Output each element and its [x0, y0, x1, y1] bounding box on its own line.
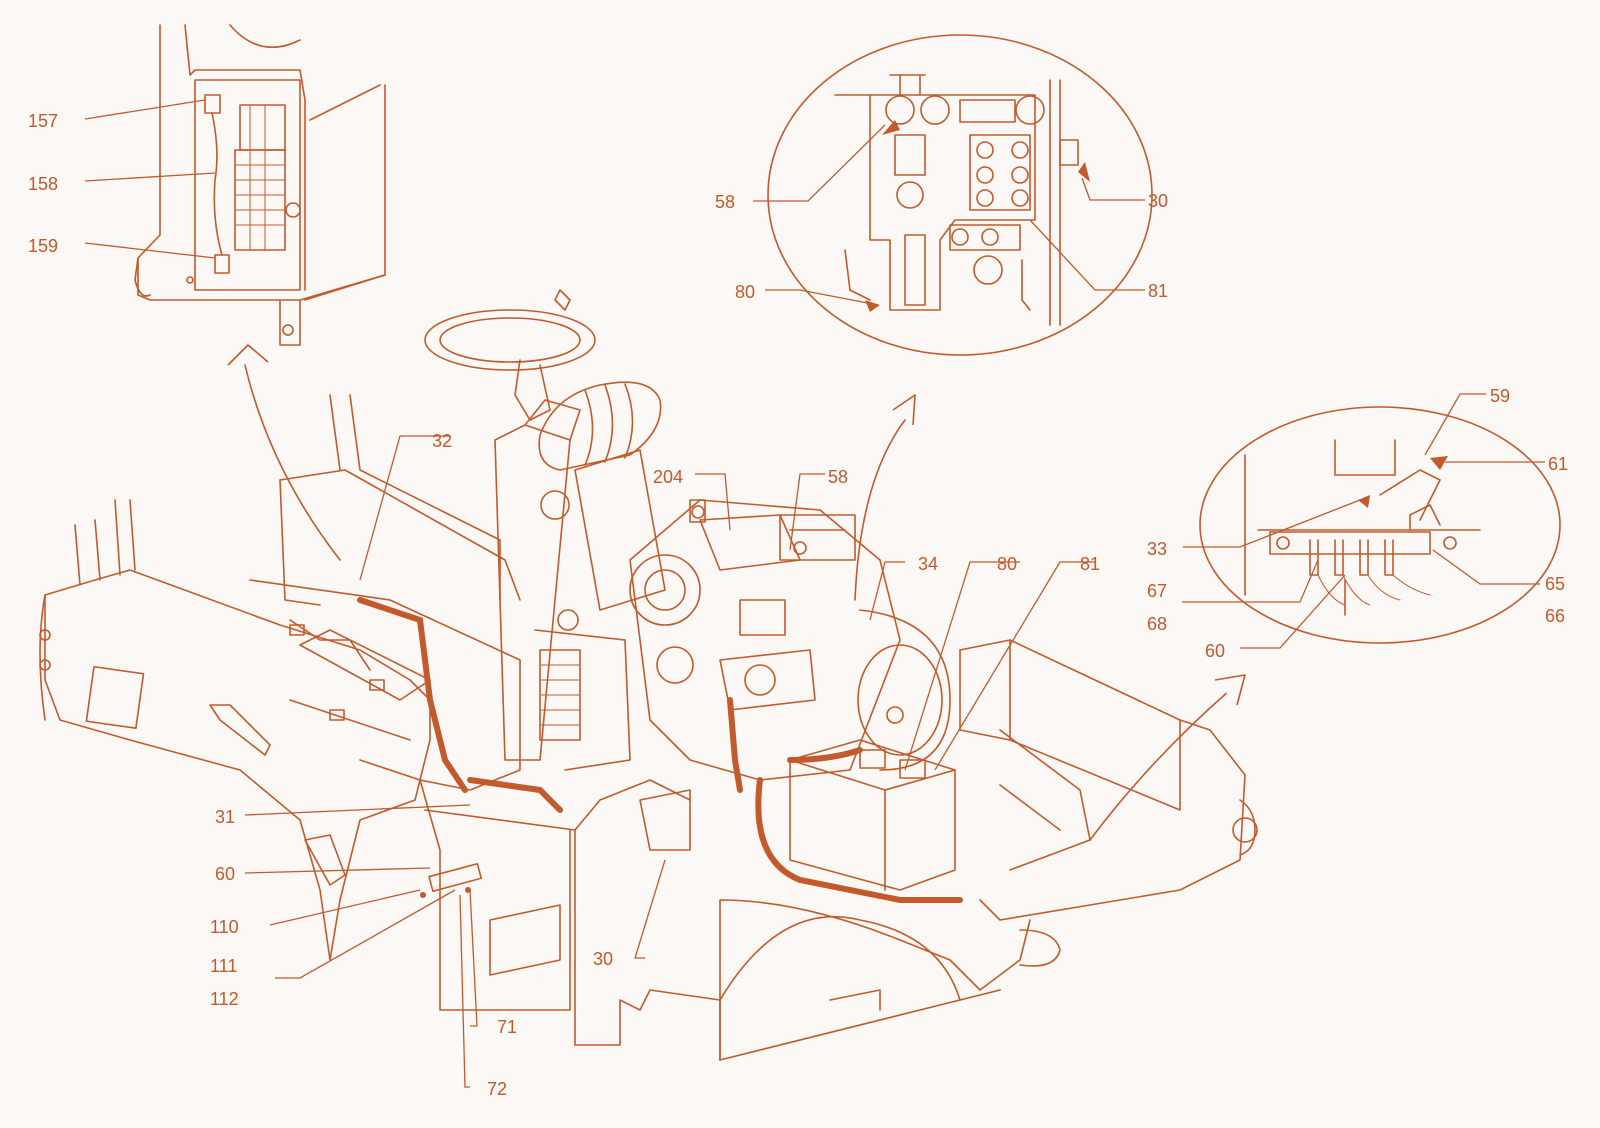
callout-72: 72 — [487, 1079, 507, 1099]
callout-110: 110 — [210, 917, 239, 937]
callout-67: 67 — [1147, 581, 1167, 601]
callout-31: 31 — [215, 807, 235, 827]
inset-control-panel — [134, 24, 386, 561]
callout-59: 59 — [1490, 386, 1510, 406]
callout-60-ground: 60 — [1205, 641, 1225, 661]
callout-81-engine: 81 — [1080, 554, 1100, 574]
callout-71: 71 — [497, 1017, 517, 1037]
callout-66: 66 — [1545, 606, 1565, 626]
callout-80-engine: 80 — [997, 554, 1017, 574]
callout-68: 68 — [1147, 614, 1167, 634]
inset-ground-studs — [1199, 406, 1561, 644]
callout-111: 111 — [210, 956, 237, 976]
callout-60-chassis: 60 — [215, 864, 235, 884]
callout-34: 34 — [918, 554, 938, 574]
callout-58-fusebox: 58 — [715, 192, 735, 212]
machine-body — [39, 289, 1258, 1061]
callout-204: 204 — [653, 467, 683, 487]
callout-33: 33 — [1147, 539, 1167, 559]
callout-61: 61 — [1548, 454, 1568, 474]
callout-58-engine: 58 — [828, 467, 848, 487]
callout-112: 112 — [210, 989, 239, 1009]
callout-157: 157 — [28, 111, 58, 131]
callout-30-chassis: 30 — [593, 949, 613, 969]
callout-32: 32 — [432, 431, 452, 451]
inset-fuse-box — [767, 34, 1153, 356]
callout-30-fusebox: 30 — [1148, 191, 1168, 211]
callout-80-fusebox: 80 — [735, 282, 755, 302]
callout-65: 65 — [1545, 574, 1565, 594]
callout-labels: 157 158 159 58 80 30 81 32 204 58 34 80 … — [28, 111, 1568, 1099]
callout-158: 158 — [28, 174, 58, 194]
callout-81-fusebox: 81 — [1148, 281, 1168, 301]
callout-leaders — [84, 99, 1545, 1088]
callout-159: 159 — [28, 236, 58, 256]
